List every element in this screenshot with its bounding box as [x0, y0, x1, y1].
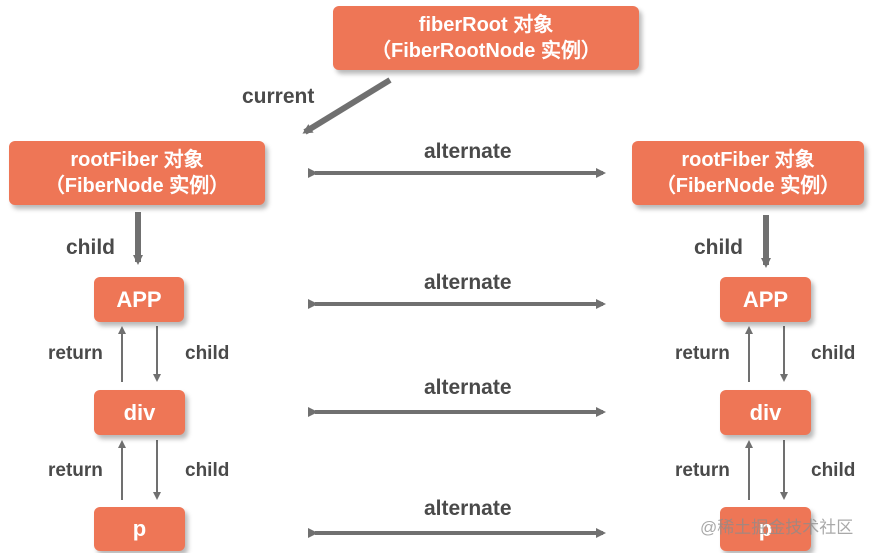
- right-return-label-2: return: [675, 460, 730, 481]
- alternate-label-root: alternate: [424, 140, 512, 163]
- right-root-fiber-subtitle: （FiberNode 实例）: [655, 175, 841, 197]
- fiber-root-title: fiberRoot 对象: [418, 14, 554, 36]
- right-node-div: div: [720, 390, 811, 435]
- left-return-label-1: return: [48, 343, 103, 364]
- left-node-app: APP: [94, 277, 184, 322]
- left-child-label-2: child: [185, 460, 230, 481]
- right-root-fiber-box: rootFiber 对象 （FiberNode 实例）: [632, 141, 864, 205]
- left-child-label-1: child: [185, 343, 230, 364]
- right-root-child-label: child: [694, 236, 744, 259]
- watermark: @稀土掘金技术社区: [700, 518, 854, 537]
- alternate-label-app: alternate: [424, 271, 512, 294]
- left-root-fiber-title: rootFiber 对象: [70, 149, 204, 171]
- right-node-p: p: [720, 507, 811, 551]
- left-node-p-label: p: [132, 516, 147, 541]
- left-node-div-label: div: [123, 399, 156, 425]
- left-node-app-label: APP: [116, 286, 162, 312]
- fiber-root-subtitle: （FiberRootNode 实例）: [371, 40, 601, 62]
- left-node-div: div: [94, 390, 185, 435]
- fiber-root-box: fiberRoot 对象 （FiberRootNode 实例）: [333, 6, 639, 70]
- alternate-label-div: alternate: [424, 376, 512, 399]
- right-child-label-1: child: [811, 343, 856, 364]
- left-root-fiber-box: rootFiber 对象 （FiberNode 实例）: [9, 141, 265, 205]
- current-arrow: [302, 77, 392, 135]
- left-return-label-2: return: [48, 460, 103, 481]
- right-return-label-1: return: [675, 343, 730, 364]
- left-root-child-label: child: [66, 236, 116, 259]
- left-root-fiber-subtitle: （FiberNode 实例）: [44, 175, 230, 197]
- right-node-app: APP: [720, 277, 811, 322]
- right-node-app-label: APP: [742, 286, 789, 312]
- right-node-div-label: div: [749, 399, 782, 425]
- left-node-p: p: [94, 507, 185, 551]
- alternate-label-p: alternate: [424, 497, 512, 520]
- current-label: current: [242, 85, 315, 108]
- right-node-p-label: p: [758, 516, 773, 541]
- right-root-fiber-title: rootFiber 对象: [681, 149, 815, 171]
- right-child-label-2: child: [811, 460, 856, 481]
